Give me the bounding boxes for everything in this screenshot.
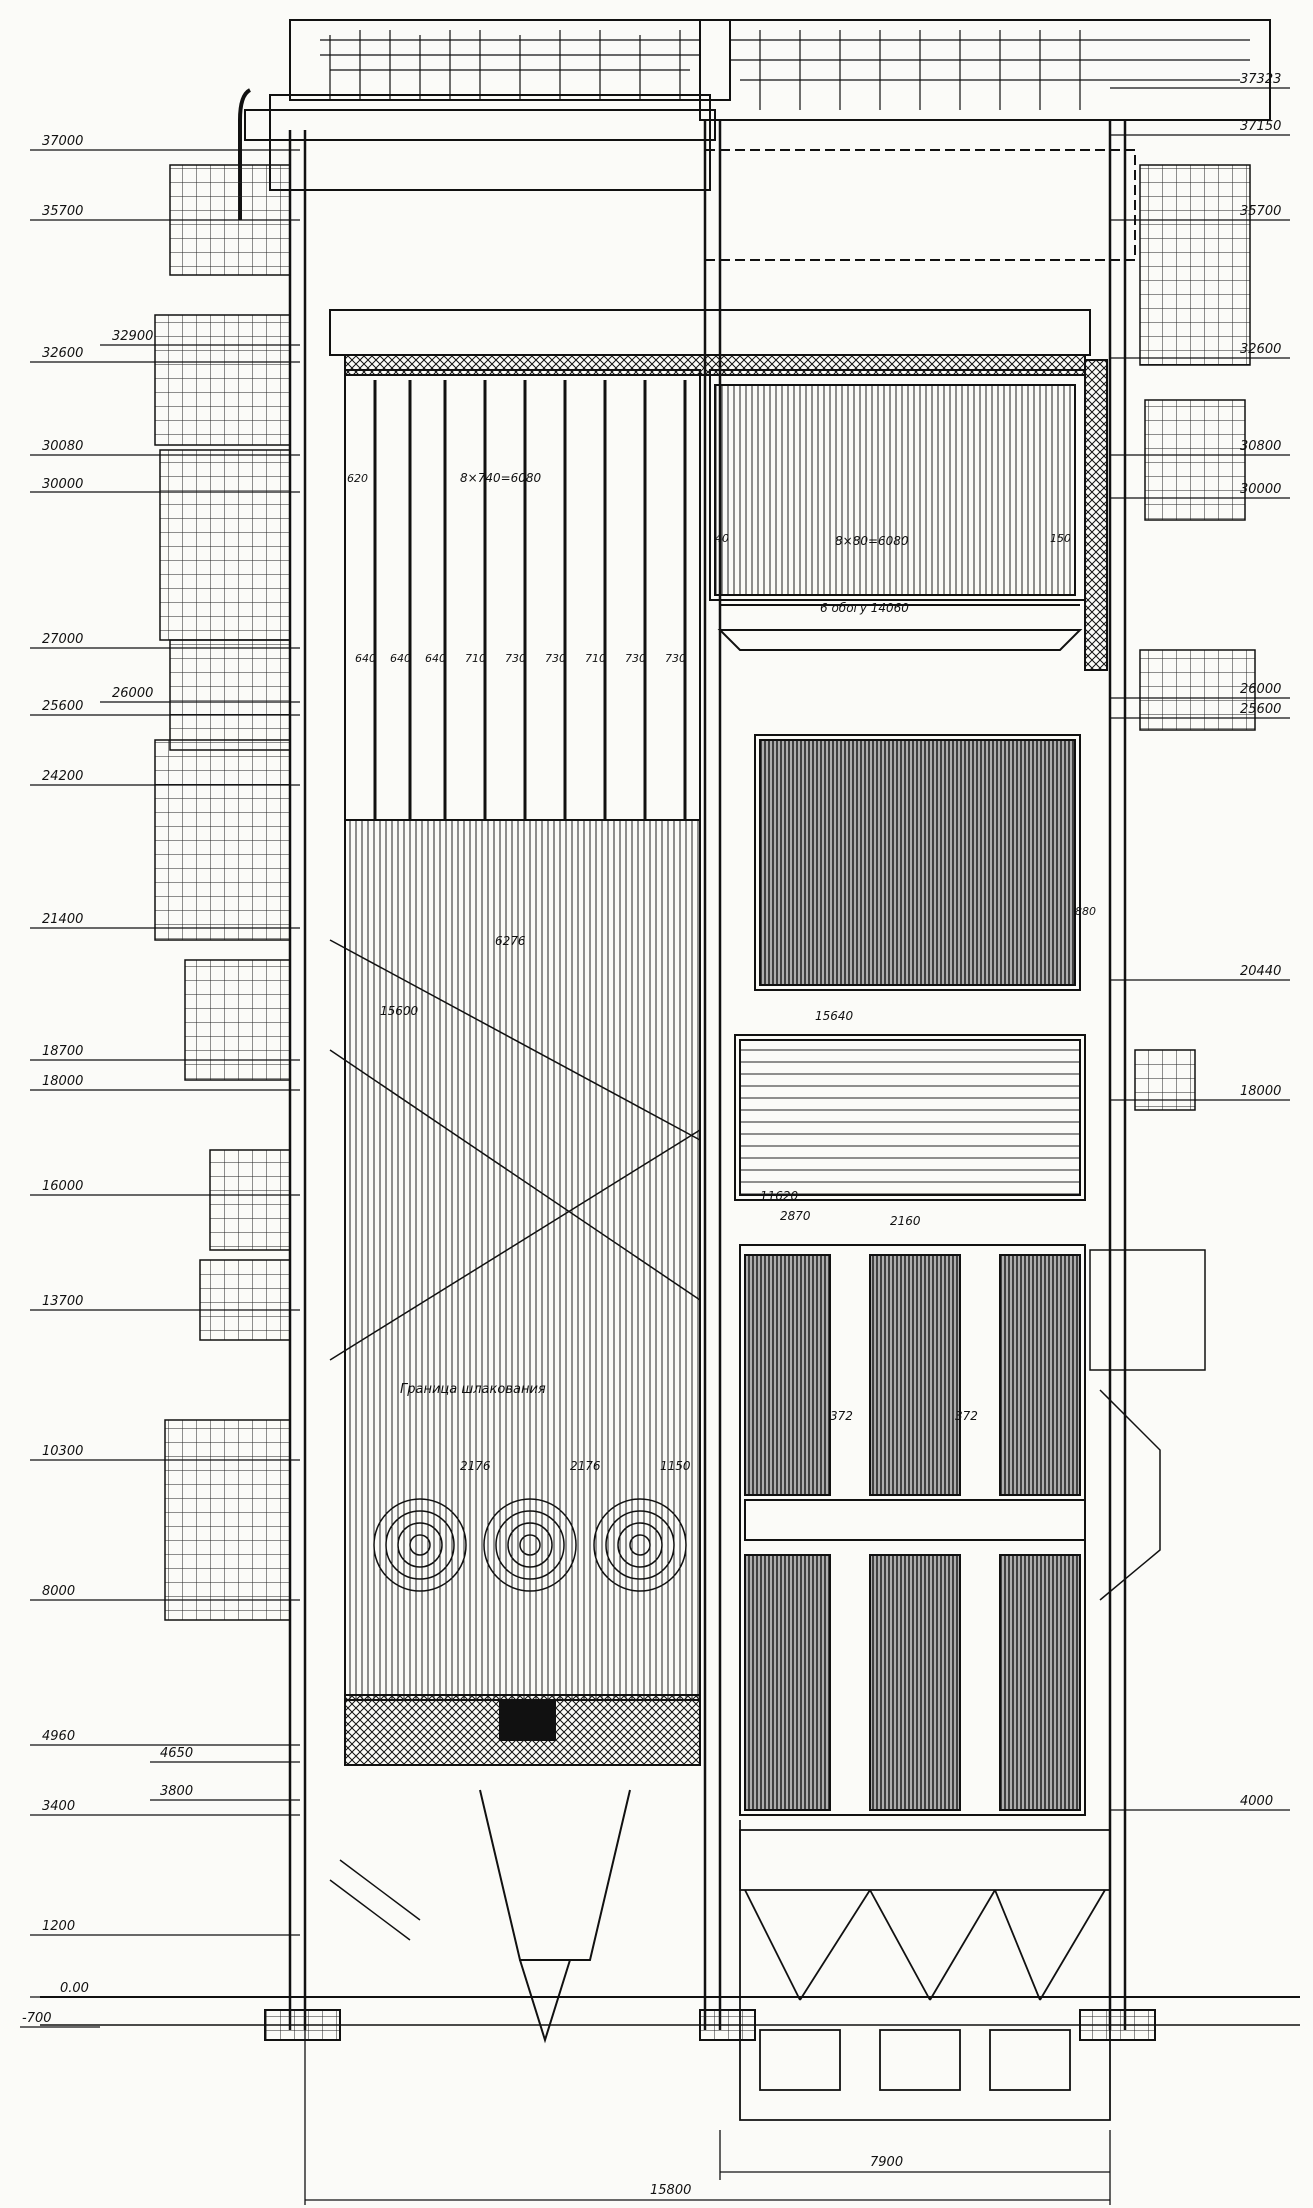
elev-label: 4650 <box>160 1746 193 1761</box>
platen-screens <box>373 380 687 820</box>
left-elevation-labels: 37000 35700 32900 32600 30080 30000 2700… <box>22 134 193 2026</box>
upper-right-superheater <box>714 384 1076 596</box>
elev-label: 37000 <box>42 134 83 149</box>
elev-label: 10300 <box>42 1444 83 1459</box>
dim-label: 11620 <box>760 1189 799 1203</box>
roof-beam <box>344 354 1086 376</box>
dim-label: 710 <box>585 652 606 665</box>
dim-label: 15640 <box>815 1009 854 1023</box>
dim-label: 730 <box>505 652 526 665</box>
dim-label: 372 <box>830 1409 853 1423</box>
elev-label: 26000 <box>112 686 153 701</box>
dim-label: 730 <box>665 652 686 665</box>
slagging-boundary-label: Граница шлакования <box>400 1382 546 1397</box>
elev-label: 1200 <box>42 1919 75 1934</box>
elev-label: 35700 <box>42 204 83 219</box>
interior-labels: 8×740=6080 8×80=6080 6 обогу 14060 6276 … <box>347 471 1096 1473</box>
elev-label: 3800 <box>160 1784 193 1799</box>
ash-hoppers <box>739 1820 1111 2121</box>
top-right-piping <box>699 19 1271 121</box>
dim-label: 40 <box>715 532 729 545</box>
dim-label: 710 <box>465 652 486 665</box>
bottom-dimension-labels: 7900 15800 <box>650 2155 903 2198</box>
elev-label: 20440 <box>1240 964 1281 979</box>
burners <box>373 1498 687 1592</box>
left-elevation-markers <box>20 149 300 2028</box>
dim-label: 730 <box>545 652 566 665</box>
dim-label: 640 <box>390 652 411 665</box>
elev-label: 16000 <box>42 1179 83 1194</box>
elev-label: 32600 <box>1240 342 1281 357</box>
main-structure <box>40 19 1300 2121</box>
dim-label: 372 <box>955 1409 978 1423</box>
right-width-label: 7900 <box>870 2155 903 2170</box>
elev-label: 27000 <box>42 632 83 647</box>
elev-label: 25600 <box>42 699 83 714</box>
dim-label: 2160 <box>890 1214 921 1228</box>
dim-label: 2176 <box>570 1459 601 1473</box>
drum-block <box>269 94 711 191</box>
dim-label: 6 обогу 14060 <box>820 601 909 615</box>
elev-label: 21400 <box>42 912 83 927</box>
total-width-label: 15800 <box>650 2183 691 2198</box>
elev-label: 3400 <box>42 1799 75 1814</box>
elev-label: 24200 <box>42 769 83 784</box>
right-elevation-markers <box>1110 87 1290 1811</box>
economizer-columns <box>739 1244 1086 1816</box>
dim-label: 150 <box>1050 532 1071 545</box>
elev-label: 8000 <box>42 1584 75 1599</box>
column-spacing-labels: 640 640 640 710 730 730 710 730 730 <box>355 652 686 665</box>
elev-label: 18000 <box>42 1074 83 1089</box>
dim-label: 8×740=6080 <box>460 471 542 485</box>
dim-label: 640 <box>425 652 446 665</box>
elev-label: 35700 <box>1240 204 1281 219</box>
elev-label: 30000 <box>42 477 83 492</box>
top-right-header <box>704 149 1136 261</box>
dim-label: 880 <box>1075 905 1096 918</box>
furnace-tubes <box>344 819 701 1701</box>
top-piping-block <box>289 19 731 101</box>
elev-label: 26000 <box>1240 682 1281 697</box>
elev-label: 37150 <box>1240 119 1281 134</box>
elev-label: 25600 <box>1240 702 1281 717</box>
left-platforms <box>154 164 421 1941</box>
dim-label: 1150 <box>660 1459 691 1473</box>
dim-label: 640 <box>355 652 376 665</box>
elev-label: -700 <box>22 2011 52 2026</box>
dim-label: 620 <box>347 472 368 485</box>
right-platforms <box>1089 164 1256 1601</box>
elev-label: 30000 <box>1240 482 1281 497</box>
dim-label: 8×80=6080 <box>835 534 909 548</box>
dim-label: 6276 <box>495 934 526 948</box>
elev-label: 30800 <box>1240 439 1281 454</box>
elev-label: 32600 <box>42 346 83 361</box>
bottom-dimension-lines <box>304 2030 1111 2205</box>
dim-label: 2176 <box>460 1459 491 1473</box>
elev-label: 0.00 <box>60 1981 89 1996</box>
elev-label: 30080 <box>42 439 83 454</box>
dense-superheater <box>759 739 1076 986</box>
elev-label: 37323 <box>1240 72 1281 87</box>
dim-label: 730 <box>625 652 646 665</box>
right-wall-insulation <box>1084 359 1108 671</box>
elev-label: 18000 <box>1240 1084 1281 1099</box>
elev-label: 4960 <box>42 1729 75 1744</box>
right-elevation-labels: 37323 37150 35700 32600 30800 30000 2600… <box>1240 72 1281 1809</box>
dim-label: 15600 <box>380 1004 419 1018</box>
dim-label: 2870 <box>780 1209 811 1223</box>
elev-label: 4000 <box>1240 1794 1273 1809</box>
elev-label: 32900 <box>112 329 153 344</box>
horizontal-tube-bank <box>739 1039 1081 1196</box>
elev-label: 13700 <box>42 1294 83 1309</box>
elev-label: 18700 <box>42 1044 83 1059</box>
